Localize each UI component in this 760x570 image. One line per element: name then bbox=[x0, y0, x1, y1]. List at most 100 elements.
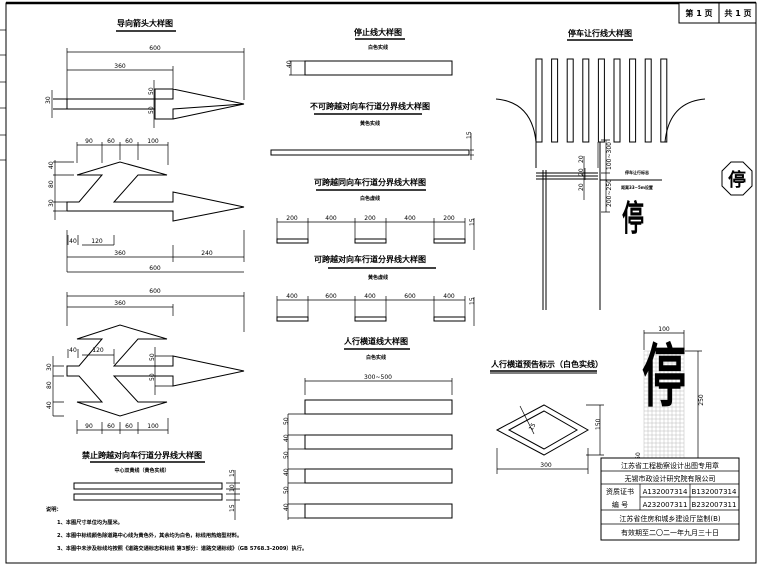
stamp-title: 江苏省工程勘察设计出图专用章 bbox=[621, 461, 719, 470]
dim-600-b: 600 bbox=[404, 293, 416, 300]
dim-60-double-b: 60 bbox=[125, 423, 133, 430]
zebra-stripe bbox=[644, 58, 652, 143]
dim-360-bottom: 360 bbox=[114, 250, 126, 257]
dim-15-same: 15 bbox=[469, 218, 476, 226]
dim-diamond-15: 15 bbox=[528, 422, 538, 432]
zebra-stripe bbox=[535, 58, 543, 143]
crosswalk-stripe bbox=[304, 434, 453, 450]
dim-30: 30 bbox=[45, 96, 52, 104]
dim-diamond-300: 300 bbox=[540, 462, 552, 469]
zebra-stripe bbox=[629, 58, 637, 143]
stamp-cert-a1: A132007314 bbox=[643, 488, 688, 496]
dim-10: 10 bbox=[229, 484, 236, 492]
stop-sign-icon bbox=[721, 161, 753, 196]
dim-200-b: 200 bbox=[364, 215, 376, 222]
dim-60-double-a: 60 bbox=[107, 423, 115, 430]
page-total: 共 1 页 bbox=[724, 8, 751, 18]
cross-opposite-title: 可跨越对向车行道分界线大样图 bbox=[314, 254, 426, 264]
zebra-stripe bbox=[551, 58, 559, 143]
stop-line-subtitle: 白色实线 bbox=[368, 44, 388, 51]
no-cross-opposite-title: 不可跨越对向车行道分界线大样图 bbox=[310, 101, 430, 111]
zebra-stripe bbox=[660, 58, 668, 143]
dim-400-b: 400 bbox=[404, 215, 416, 222]
crosswalk-section: 人行横道线大样图 白色实线 300~500 50 40 50 40 50 40 bbox=[283, 336, 453, 520]
dim-15-solid: 15 bbox=[466, 131, 473, 139]
dash-segment bbox=[354, 316, 387, 322]
zebra-stripe bbox=[566, 58, 574, 143]
no-cross-double-subtitle: 中心双黄线（黄色实线） bbox=[114, 467, 169, 474]
page-indicator: 第 1 页 共 1 页 bbox=[678, 2, 757, 24]
double-yellow-line-1 bbox=[73, 482, 223, 490]
dim-90-double: 90 bbox=[85, 423, 93, 430]
dim-400-d: 400 bbox=[364, 293, 376, 300]
stop-sign-char: 停 bbox=[728, 169, 746, 191]
dim-360-double: 360 bbox=[114, 300, 126, 307]
turn-arrow-drawing: 90 60 60 100 40 80 30 40 120 360 240 600 bbox=[48, 138, 245, 273]
dim-30-left: 30 bbox=[48, 199, 55, 207]
dash-segment bbox=[354, 238, 387, 244]
zebra-stripe bbox=[597, 58, 605, 143]
crosswalk-stripe bbox=[304, 399, 453, 415]
dim-cw-40c: 40 bbox=[283, 503, 290, 511]
dim-char-50: 50 bbox=[635, 452, 642, 460]
crosswalk-stripe bbox=[304, 468, 453, 484]
dim-50-double-b: 50 bbox=[149, 373, 156, 381]
no-cross-opposite-section: 不可跨越对向车行道分界线大样图 黄色实线 15 bbox=[270, 101, 474, 160]
stamp-company: 无锡市政设计研究院有限公司 bbox=[625, 474, 716, 483]
page-number: 第 1 页 bbox=[685, 8, 712, 18]
cross-same-subtitle: 白色虚线 bbox=[360, 195, 380, 202]
dim-40-left: 40 bbox=[48, 161, 55, 169]
road-stop-char: 停 bbox=[622, 198, 644, 239]
cross-same-direction-section: 可跨越同向车行道分界线大样图 白色虚线 200 400 200 400 200 … bbox=[276, 177, 476, 250]
dim-60a: 60 bbox=[107, 138, 115, 145]
dim-60b: 60 bbox=[125, 138, 133, 145]
yield-line-title: 停车让行线大样图 bbox=[568, 28, 632, 38]
crosswalk-stripe bbox=[304, 503, 453, 519]
zebra-stripe bbox=[582, 58, 590, 143]
left-border-ticks bbox=[0, 29, 6, 161]
dim-90: 90 bbox=[85, 138, 93, 145]
double-turn-arrow-drawing: 600 360 40 120 30 80 40 50 50 90 60 60 1… bbox=[46, 288, 245, 434]
stamp-validity: 有效期至二〇二一年九月三十日 bbox=[621, 528, 719, 537]
dim-char-250: 250 bbox=[698, 394, 705, 406]
stop-line-section: 停止线大样图 白色实线 40 bbox=[286, 27, 453, 76]
sign-caption-1: 停车让行标志 bbox=[625, 169, 649, 175]
dim-yield-200-250: 200~250 bbox=[606, 179, 613, 207]
cross-opposite-subtitle: 黄色虚线 bbox=[368, 274, 388, 281]
dim-50a: 50 bbox=[148, 87, 155, 95]
dim-cw-40a: 40 bbox=[283, 434, 290, 442]
dim-600-bottom: 600 bbox=[149, 265, 161, 272]
dim-char-100: 100 bbox=[658, 326, 670, 333]
stamp-cert-label: 资质证书 bbox=[606, 487, 634, 496]
dim-100-double: 100 bbox=[147, 423, 159, 430]
stop-line-title: 停止线大样图 bbox=[354, 27, 402, 37]
dim-cw-50b: 50 bbox=[283, 451, 290, 459]
dim-600: 600 bbox=[149, 45, 161, 52]
solid-yellow-line bbox=[270, 149, 470, 156]
dim-50-double-a: 50 bbox=[149, 353, 156, 361]
crosswalk-warning-title: 人行横道预告标示（白色实线） bbox=[491, 359, 603, 369]
stamp-cert-b1: B132007314 bbox=[692, 488, 737, 496]
no-cross-opposite-subtitle: 黄色实线 bbox=[360, 120, 380, 127]
note-3: 3、本图中未涉及标线均按照《道路交通标志和标线 第3部分：道路交通标线》（GB … bbox=[57, 544, 307, 552]
sign-caption-2: 距离33~5m设置 bbox=[621, 184, 653, 190]
curb-right bbox=[664, 98, 706, 143]
dim-diamond-150: 150 bbox=[595, 418, 602, 430]
notes-heading: 说明： bbox=[46, 505, 62, 513]
dim-400-e: 400 bbox=[443, 293, 455, 300]
yield-line-section: 停车让行线大样图 20 20 20 100~300 200~250 停车让行标志… bbox=[495, 28, 753, 310]
crosswalk-subtitle: 白色实线 bbox=[366, 354, 386, 361]
dim-600-a: 600 bbox=[325, 293, 337, 300]
dim-crosswalk-length: 300~500 bbox=[364, 374, 392, 381]
dim-360: 360 bbox=[114, 63, 126, 70]
stop-char-glyph: 停 bbox=[642, 337, 686, 417]
dim-80-left: 80 bbox=[48, 180, 55, 188]
dash-segment bbox=[433, 238, 466, 244]
zebra-stripes bbox=[535, 58, 668, 143]
cross-opposite-section: 可跨越对向车行道分界线大样图 黄色虚线 400 600 400 600 400 … bbox=[276, 254, 476, 326]
guide-arrow-title-text: 导向箭头大样图 bbox=[117, 18, 173, 28]
cross-same-title: 可跨越同向车行道分界线大样图 bbox=[314, 177, 426, 187]
straight-arrow-drawing: 600 360 30 50 50 bbox=[45, 45, 245, 128]
